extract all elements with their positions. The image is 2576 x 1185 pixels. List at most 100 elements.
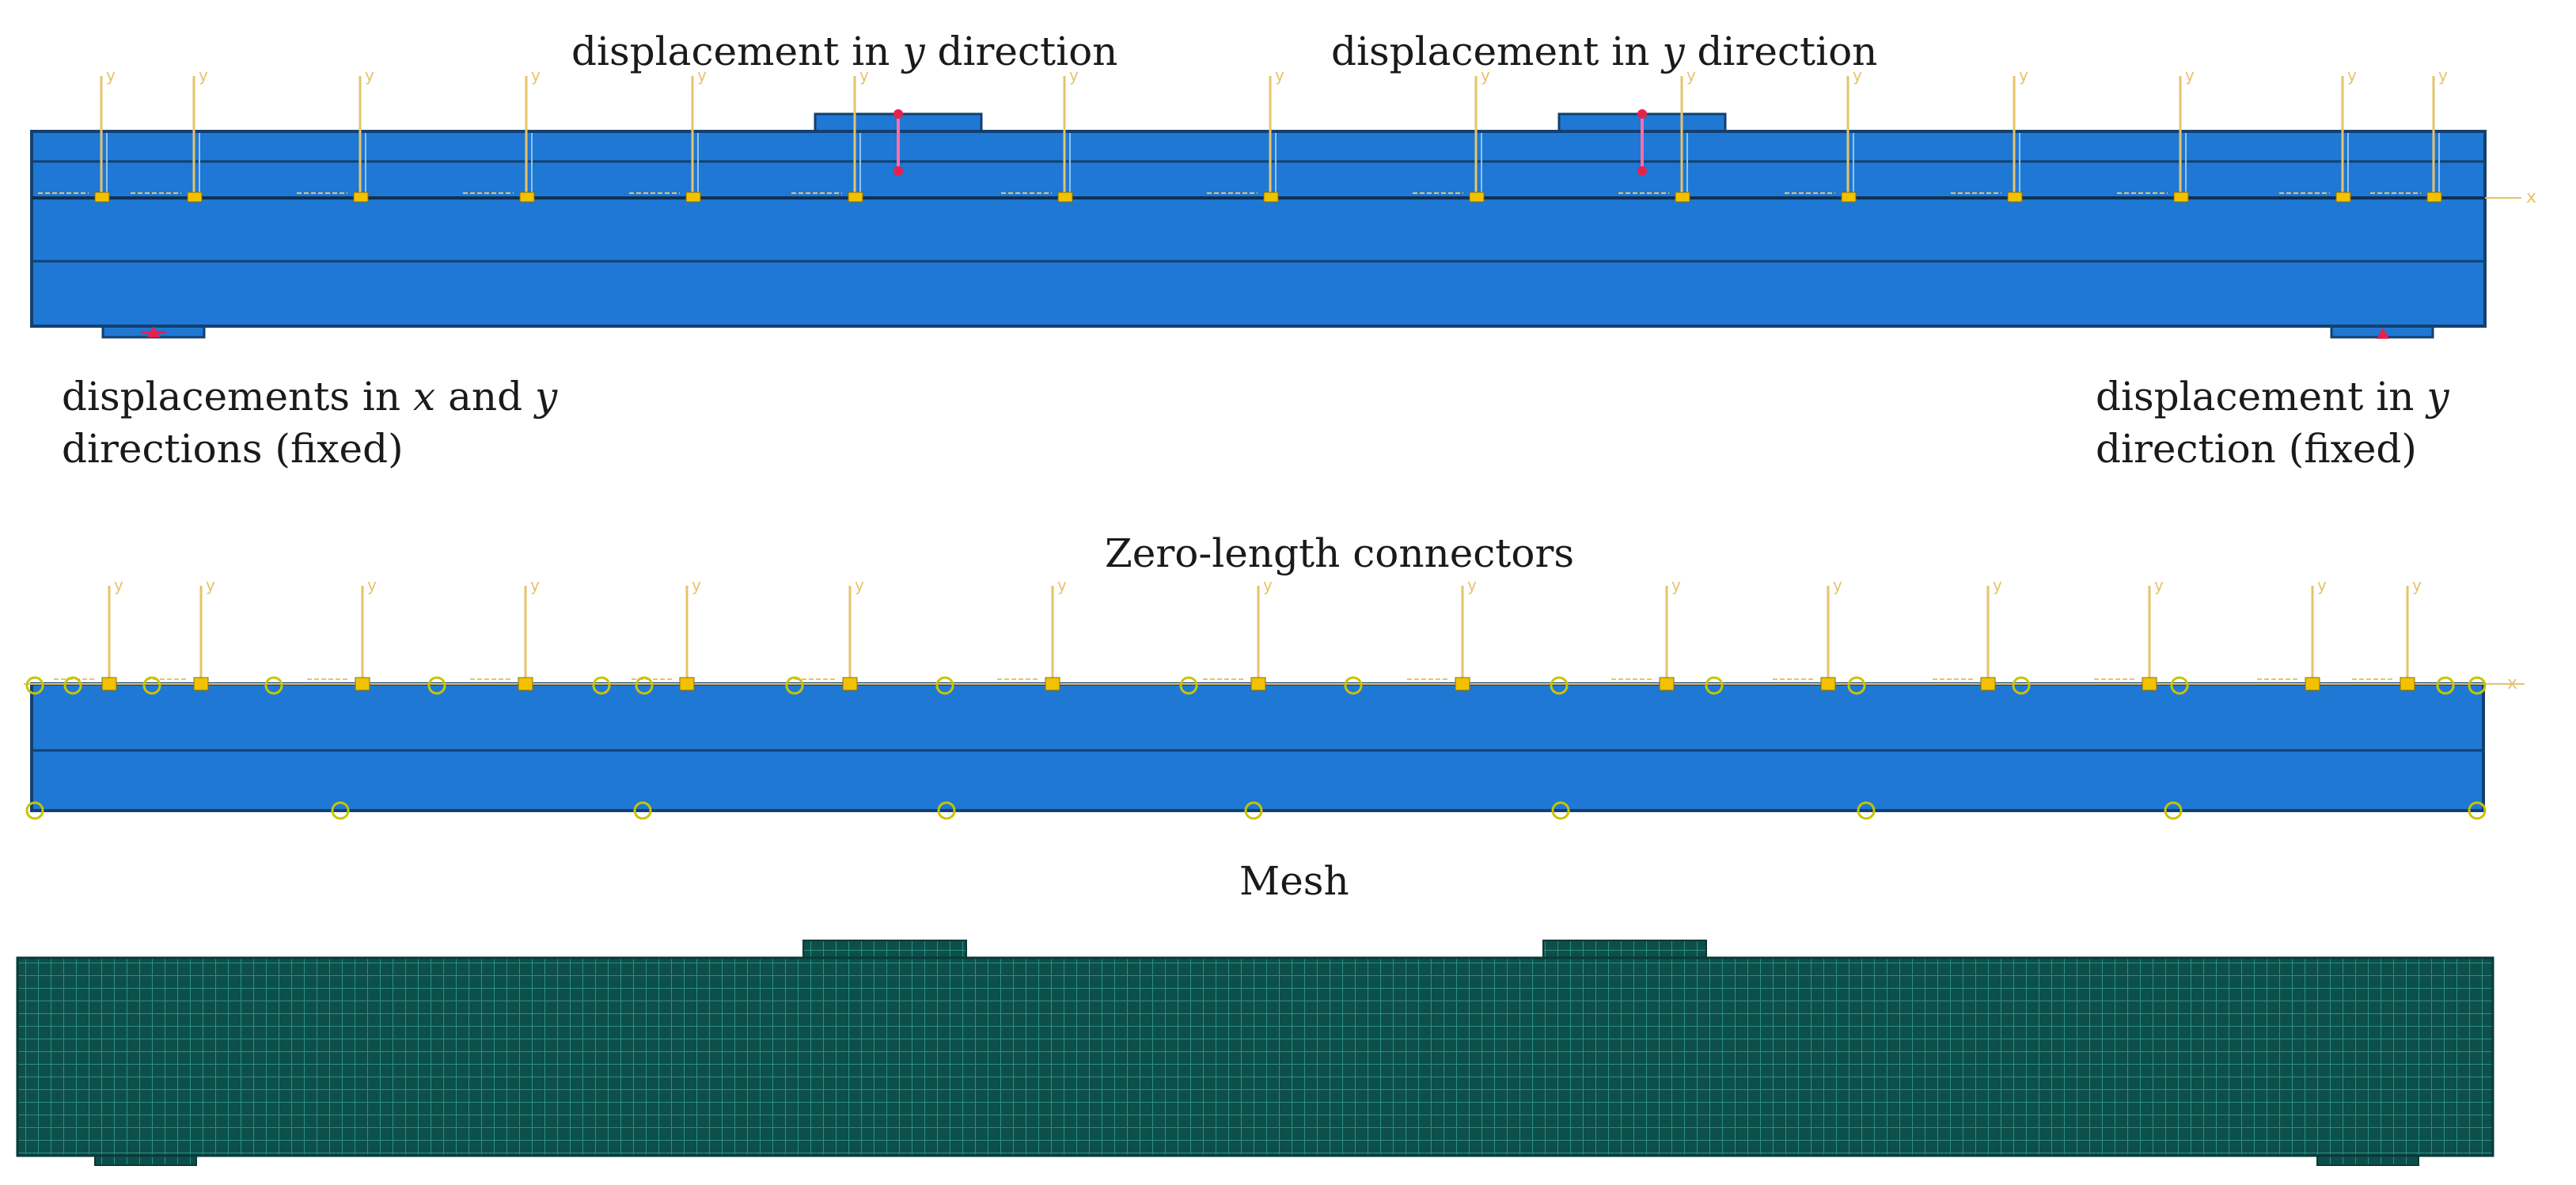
top-node-circle-5 — [592, 676, 611, 695]
connector-node-14 — [2426, 192, 2442, 203]
label-load-right: displacement in y direction — [1331, 28, 1878, 74]
bottom-node-circle-1 — [331, 801, 350, 820]
y-axis-glyph-5: y — [859, 66, 869, 85]
x-axis-glyph-2: x — [2507, 674, 2517, 693]
connector-node-8 — [1469, 192, 1485, 203]
top-node-circle-7 — [785, 676, 804, 695]
zl-y-axis-glyph-11: y — [1993, 575, 2002, 594]
connector-node-3 — [519, 192, 535, 203]
y-axis-glyph-8: y — [1481, 66, 1490, 85]
label-support-right: displacement in y direction (fixed) — [2096, 374, 2449, 472]
top-node-circle-2 — [142, 676, 161, 695]
label-support-left: displacements in x and y directions (fix… — [62, 374, 558, 472]
top-node-circle-10 — [1344, 676, 1363, 695]
top-node-circle-13 — [1847, 676, 1866, 695]
top-node-circle-8 — [935, 676, 954, 695]
y-axis-glyph-13: y — [2347, 66, 2357, 85]
y-axis-glyph-9: y — [1686, 66, 1696, 85]
zl-y-axis-glyph-6: y — [1057, 575, 1067, 594]
connector-node-5 — [848, 192, 863, 203]
zl-y-axis-glyph-2: y — [367, 575, 377, 594]
top-node-circle-15 — [2170, 676, 2189, 695]
bottom-node-circle-5 — [1551, 801, 1570, 820]
zl-y-axis-glyph-12: y — [2154, 575, 2164, 594]
zl-y-axis-glyph-14: y — [2412, 575, 2422, 594]
zl-y-axis-glyph-9: y — [1671, 575, 1681, 594]
zl-y-axis-glyph-0: y — [114, 575, 123, 594]
zl-connector-node-2 — [355, 677, 370, 691]
mesh-beam — [16, 956, 2494, 1157]
connector-node-12 — [2173, 192, 2189, 203]
top-node-circle-4 — [427, 676, 446, 695]
y-axis-glyph-14: y — [2438, 66, 2448, 85]
y-axis-glyph-12: y — [2185, 66, 2195, 85]
zl-y-axis-glyph-1: y — [206, 575, 215, 594]
load-marker-left — [893, 109, 903, 176]
connector-panel: x y y y y y y y y y y y y y y y — [24, 575, 2525, 820]
zl-y-axis-glyph-4: y — [692, 575, 701, 594]
connector-node-9 — [1675, 192, 1690, 203]
y-axis-glyph-0: y — [106, 66, 116, 85]
load-marker-right — [1637, 109, 1647, 176]
connector-node-2 — [353, 192, 369, 203]
top-node-circle-6 — [635, 676, 654, 695]
zl-y-axis-glyph-13: y — [2317, 575, 2327, 594]
support-marker-left — [141, 326, 166, 337]
zl-y-axis-glyph-10: y — [1833, 575, 1842, 594]
connector-node-1 — [187, 192, 203, 203]
y-axis-glyph-1: y — [199, 66, 208, 85]
y-axis-glyph-10: y — [1853, 66, 1862, 85]
bottom-node-circle-3 — [937, 801, 956, 820]
label-load-left: displacement in y direction — [571, 28, 1118, 74]
zl-connector-node-7 — [1250, 677, 1266, 691]
top-node-circle-17 — [2468, 676, 2487, 695]
bottom-node-circle-2 — [633, 801, 652, 820]
y-axis-glyph-4: y — [697, 66, 707, 85]
connector-node-11 — [2007, 192, 2023, 203]
zl-y-axis-glyph-7: y — [1263, 575, 1273, 594]
top-node-circle-16 — [2436, 676, 2455, 695]
connector-node-13 — [2335, 192, 2351, 203]
connector-node-4 — [685, 192, 701, 203]
zl-connector-node-4 — [679, 677, 695, 691]
zl-connector-node-10 — [1820, 677, 1836, 691]
top-node-circle-11 — [1550, 676, 1569, 695]
y-axis-glyph-7: y — [1275, 66, 1284, 85]
support-marker-right — [2377, 328, 2389, 339]
top-node-circle-12 — [1705, 676, 1724, 695]
y-axis-glyph-3: y — [531, 66, 541, 85]
y-axis-glyph-6: y — [1069, 66, 1079, 85]
x-axis-glyph: x — [2526, 188, 2536, 207]
zl-connector-node-6 — [1045, 677, 1060, 691]
top-node-circle-3 — [264, 676, 283, 695]
bottom-node-circle-8 — [2468, 801, 2487, 820]
connector-node-6 — [1057, 192, 1073, 203]
zl-connector-node-9 — [1659, 677, 1675, 691]
top-node-circle-1 — [63, 676, 82, 695]
zl-connector-node-8 — [1455, 677, 1470, 691]
top-node-circle-0 — [25, 676, 44, 695]
bottom-node-circle-7 — [2164, 801, 2183, 820]
beam-body — [30, 130, 2487, 328]
label-section-mesh: Mesh — [1239, 858, 1349, 904]
zl-connector-node-11 — [1980, 677, 1996, 691]
zl-connector-node-14 — [2400, 677, 2415, 691]
zl-y-axis-glyph-3: y — [530, 575, 540, 594]
zl-y-axis-glyph-8: y — [1467, 575, 1477, 594]
zl-connector-node-13 — [2305, 677, 2320, 691]
zl-connector-node-3 — [518, 677, 533, 691]
zl-connector-node-5 — [842, 677, 858, 691]
top-node-circle-14 — [2012, 676, 2031, 695]
y-axis-glyph-2: y — [365, 66, 374, 85]
connector-node-10 — [1841, 192, 1857, 203]
zl-y-axis-glyph-5: y — [855, 575, 864, 594]
zl-connector-node-1 — [193, 677, 209, 691]
zl-connector-node-0 — [101, 677, 117, 691]
y-axis-glyph-11: y — [2019, 66, 2028, 85]
connector-beam-body — [30, 682, 2485, 812]
loaded-beam-panel: x y y y y y y y y y y y y y y y — [30, 66, 2536, 339]
connector-node-7 — [1263, 192, 1279, 203]
